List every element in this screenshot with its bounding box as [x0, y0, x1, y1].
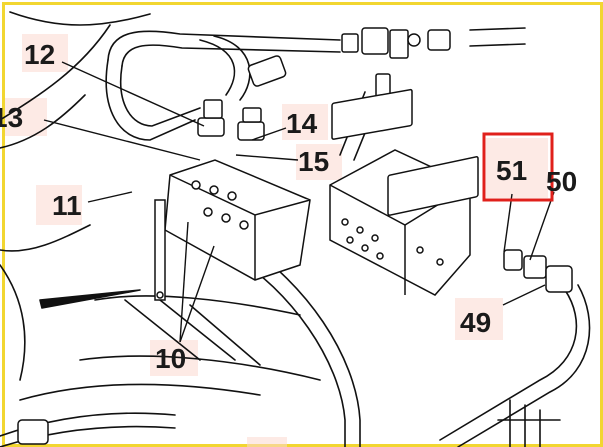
callout-50[interactable]: 50 [546, 166, 577, 197]
callout-12[interactable]: 12 [24, 39, 55, 70]
leader-lines [43, 61, 555, 343]
callout-14-highlight[interactable] [282, 104, 328, 140]
callout-14[interactable]: 14 [286, 108, 318, 139]
callout-49[interactable]: 49 [460, 307, 491, 338]
callout-11-highlight[interactable] [36, 185, 82, 225]
callout-51-highlight[interactable] [486, 138, 548, 198]
callout-11[interactable]: 11 [52, 190, 82, 221]
callout-13-highlight[interactable] [5, 98, 47, 136]
bottom-highlight [247, 437, 287, 447]
callout-10[interactable]: 10 [155, 343, 186, 374]
manifold-block-left [154, 159, 311, 301]
machine-linework [0, 11, 561, 447]
callout-49-highlight[interactable] [455, 298, 503, 340]
callout-13[interactable]: 13 [0, 102, 23, 133]
selected-callout-border[interactable] [482, 132, 554, 202]
callout-15-highlight[interactable] [296, 144, 342, 180]
callout-51[interactable]: 51 [496, 155, 527, 186]
valve-block-right [329, 88, 479, 296]
callout-15[interactable]: 15 [298, 146, 329, 177]
callout-12-highlight[interactable] [22, 34, 68, 72]
